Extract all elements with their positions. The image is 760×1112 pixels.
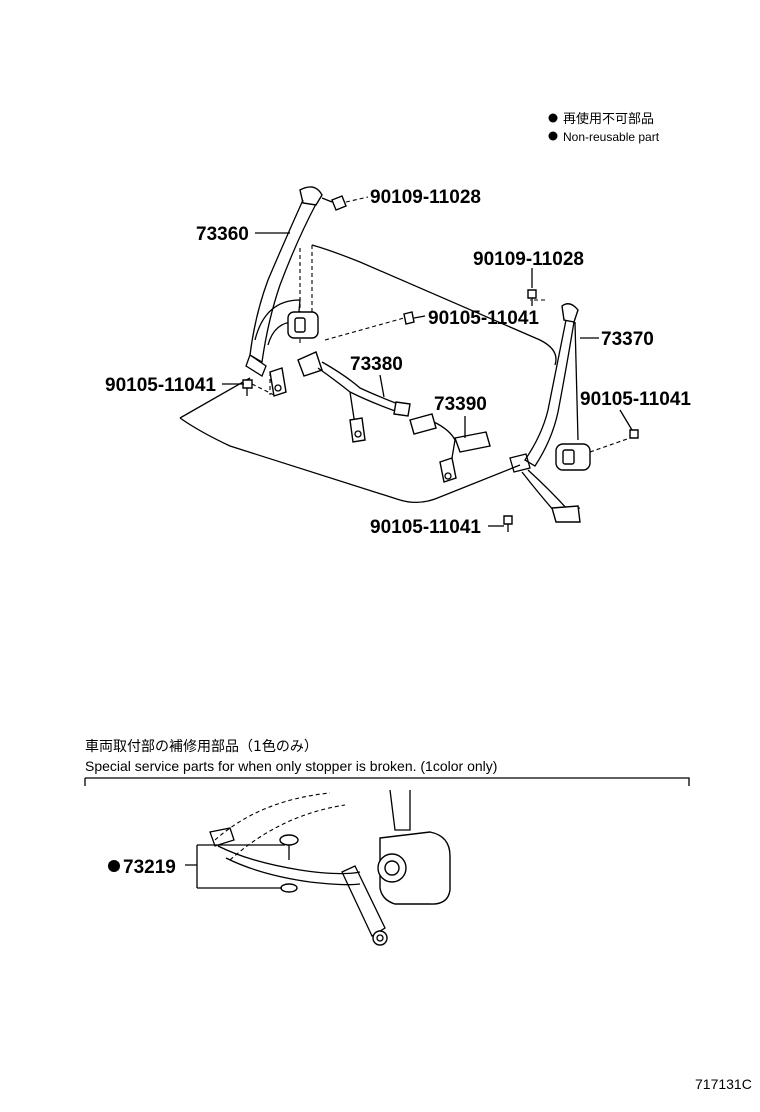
legend-jp: 再使用不可部品 — [563, 111, 654, 127]
part-label: 73370 — [601, 329, 654, 350]
part-label: 90105-11041 — [580, 389, 691, 410]
seat-belt-73360 — [242, 186, 347, 397]
bullet-icon — [548, 113, 558, 123]
figure-id: 717131C — [695, 1076, 752, 1092]
legend: 再使用不可部品 Non-reusable part — [548, 111, 660, 144]
part-label: 90109-11028 — [473, 249, 584, 270]
stopper-cap — [279, 834, 299, 846]
bullet-icon — [548, 131, 558, 141]
part-label: 90105-11041 — [428, 308, 539, 329]
stopper-base — [280, 883, 298, 893]
part-label: 73390 — [434, 394, 487, 415]
part-label: 90105-11041 — [370, 517, 481, 538]
service-section: 車両取付部の補修用部品（1色のみ） Special service parts … — [84, 738, 690, 946]
part-label: 90105-11041 — [105, 375, 216, 396]
leader-lines — [222, 196, 633, 527]
non-reusable-bullet-icon — [108, 860, 120, 872]
seat-belt-73370 — [324, 289, 639, 532]
buckle-73390 — [409, 413, 491, 483]
service-caption-jp: 車両取付部の補修用部品（1色のみ） — [85, 738, 318, 755]
part-label: 73380 — [350, 354, 403, 375]
part-label: 73219 — [123, 857, 176, 878]
buckle-73380 — [297, 351, 411, 443]
part-label: 73360 — [196, 224, 249, 245]
part-label: 90109-11028 — [370, 187, 481, 208]
service-caption-en: Special service parts for when only stop… — [85, 758, 497, 774]
part-labels: 90109-11028 73360 90109-11028 90105-1104… — [105, 187, 691, 538]
legend-en: Non-reusable part — [563, 130, 660, 144]
